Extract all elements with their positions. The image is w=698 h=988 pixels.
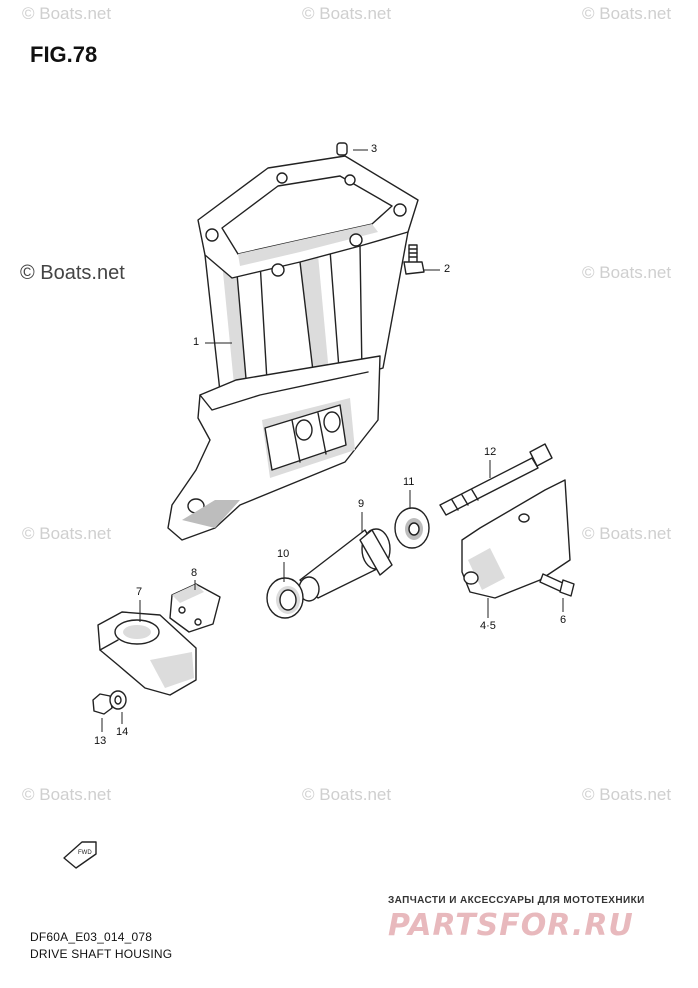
callout-9[interactable]: 9 (358, 498, 365, 510)
watermark: © Boats.net (302, 4, 392, 23)
callout-4-5[interactable]: 4·5 (480, 620, 496, 632)
watermark: © Boats.net (582, 524, 672, 543)
watermark: © Boats.net (582, 4, 672, 23)
watermark: © Boats.net (22, 524, 112, 543)
bolt-part-2[interactable] (403, 244, 425, 275)
watermark: © Boats.net (22, 785, 112, 804)
callout-1[interactable]: 1 (193, 336, 200, 348)
stamp-brand: PARTSFOR.RU (388, 908, 634, 943)
stamp-subtitle: ЗАПЧАСТИ И АКСЕССУАРЫ ДЛЯ МОТОТЕХНИКИ (388, 895, 645, 906)
watermark: © Boats.net (582, 785, 672, 804)
long-bolt-part[interactable] (439, 443, 553, 516)
diagram-code: DF60A_E03_014_078 (30, 930, 153, 944)
callout-13[interactable]: 13 (94, 735, 107, 747)
bolt-part-6[interactable] (539, 573, 575, 597)
callout-14[interactable]: 14 (116, 726, 129, 738)
watermark: © Boats.net (20, 262, 125, 284)
callout-2[interactable]: 2 (444, 263, 451, 275)
callout-7[interactable]: 7 (136, 586, 143, 598)
ring-part-10[interactable] (266, 577, 304, 619)
diagram-name: DRIVE SHAFT HOUSING (30, 947, 173, 961)
cover-part[interactable] (461, 479, 571, 599)
bushing-part-9[interactable] (298, 528, 393, 602)
watermark: © Boats.net (302, 785, 392, 804)
fwd-label: FWD (78, 850, 92, 856)
callout-10[interactable]: 10 (277, 548, 290, 560)
mount-part-11[interactable] (394, 507, 430, 549)
nut-part[interactable] (92, 693, 113, 715)
watermark: © Boats.net (22, 4, 112, 23)
callout-11[interactable]: 11 (403, 476, 415, 488)
washer-part[interactable] (109, 690, 127, 710)
callout-6[interactable]: 6 (560, 614, 567, 626)
bracket-part-8[interactable] (169, 583, 221, 633)
fwd-arrow-icon: FWD (63, 841, 97, 869)
drive-shaft-housing-part[interactable] (167, 155, 419, 541)
plug-part[interactable] (336, 142, 348, 156)
callout-8[interactable]: 8 (191, 567, 198, 579)
watermark: © Boats.net (582, 263, 672, 282)
callout-12[interactable]: 12 (484, 446, 497, 458)
mount-part-7[interactable] (97, 611, 197, 696)
figure-title: FIG.78 (30, 42, 98, 67)
callout-3[interactable]: 3 (371, 143, 378, 155)
